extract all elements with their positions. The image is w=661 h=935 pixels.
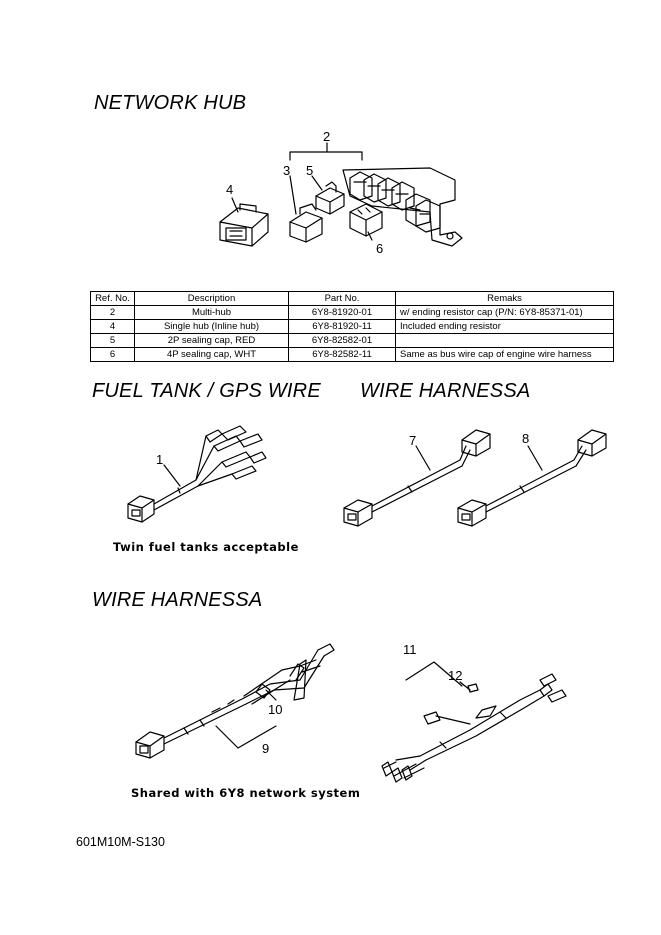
ref-2-leader	[289, 151, 363, 161]
section-title-wire-harness-b: WIRE HARNESSA	[92, 589, 263, 611]
wire-harness-7-part	[343, 429, 491, 527]
ref-4-label: 4	[226, 182, 233, 197]
ref-6-leader	[367, 231, 373, 241]
fuel-tank-gps-wire-part	[127, 425, 267, 523]
ref-2-label: 2	[323, 129, 330, 144]
multi-hub-part	[342, 167, 463, 247]
table-row: 2 Multi-hub 6Y8-81920-01 w/ ending resis…	[90, 305, 614, 320]
ref-1-label: 1	[156, 452, 163, 467]
part-5-cap	[315, 181, 345, 215]
section-title-network-hub: NETWORK HUB	[94, 92, 247, 114]
wire-harness-9-part	[135, 643, 335, 759]
ref-8-leader	[527, 445, 543, 471]
wire-harness-11-part	[381, 673, 567, 783]
ref-8-label: 8	[522, 431, 529, 446]
cell-ref-no: 2	[90, 305, 135, 320]
ref-6-label: 6	[376, 241, 383, 256]
ref-11-leader	[405, 661, 463, 687]
ref-7-leader	[415, 445, 431, 471]
cell-ref-no: 4	[90, 319, 135, 334]
section-title-wire-harness-a: WIRE HARNESSA	[360, 380, 531, 402]
cell-ref-no: 5	[90, 333, 135, 348]
cell-remarks: w/ ending resistor cap (P/N: 6Y8-85371-0…	[395, 305, 614, 320]
ref-3-label: 3	[283, 163, 290, 178]
ref-3-leader	[289, 175, 297, 215]
ref-9-leader	[215, 725, 277, 749]
cell-part-no: 6Y8-81920-01	[288, 305, 396, 320]
caption-twin-fuel-tanks: Twin fuel tanks acceptable	[113, 540, 299, 554]
table-header-row: Ref. No. Description Part No. Remaks	[90, 291, 614, 306]
cell-remarks: Same as bus wire cap of engine wire harn…	[395, 347, 614, 362]
ref-12-label: 12	[448, 668, 462, 683]
cell-part-no: 6Y8-82582-11	[288, 347, 396, 362]
ref-4-leader	[231, 197, 239, 213]
ref-1-leader	[163, 464, 181, 487]
header-part-no: Part No.	[288, 291, 396, 306]
header-ref-no: Ref. No.	[90, 291, 135, 306]
part-3-cap	[289, 203, 323, 243]
cell-description: Multi-hub	[134, 305, 289, 320]
table-row: 4 Single hub (Inline hub) 6Y8-81920-11 I…	[90, 319, 614, 334]
cell-description: 4P sealing cap, WHT	[134, 347, 289, 362]
cell-description: Single hub (Inline hub)	[134, 319, 289, 334]
table-row: 6 4P sealing cap, WHT 6Y8-82582-11 Same …	[90, 347, 614, 362]
wire-harness-8-part	[457, 429, 607, 527]
cell-part-no: 6Y8-81920-11	[288, 319, 396, 334]
header-description: Description	[134, 291, 289, 306]
ref-5-leader	[311, 175, 323, 191]
ref-7-label: 7	[409, 433, 416, 448]
ref-10-leader	[265, 689, 277, 701]
ref-12-leader	[459, 681, 471, 691]
table-row: 5 2P sealing cap, RED 6Y8-82582-01	[90, 333, 614, 348]
section-title-fuel-tank: FUEL TANK / GPS WIRE	[92, 380, 321, 402]
parts-table: Ref. No. Description Part No. Remaks 2 M…	[90, 291, 614, 362]
part-6-cap	[349, 203, 383, 237]
part-4-single-hub	[219, 203, 269, 247]
cell-part-no: 6Y8-82582-01	[288, 333, 396, 348]
caption-shared-network: Shared with 6Y8 network system	[131, 786, 361, 800]
header-remarks: Remaks	[395, 291, 614, 306]
ref-11-label: 11	[403, 642, 417, 657]
cell-ref-no: 6	[90, 347, 135, 362]
ref-5-label: 5	[306, 163, 313, 178]
cell-remarks: Included ending resistor	[395, 319, 614, 334]
cell-description: 2P sealing cap, RED	[134, 333, 289, 348]
document-code: 601M10M-S130	[76, 835, 165, 849]
ref-9-label: 9	[262, 741, 269, 756]
ref-10-label: 10	[268, 702, 282, 717]
cell-remarks	[395, 333, 614, 348]
